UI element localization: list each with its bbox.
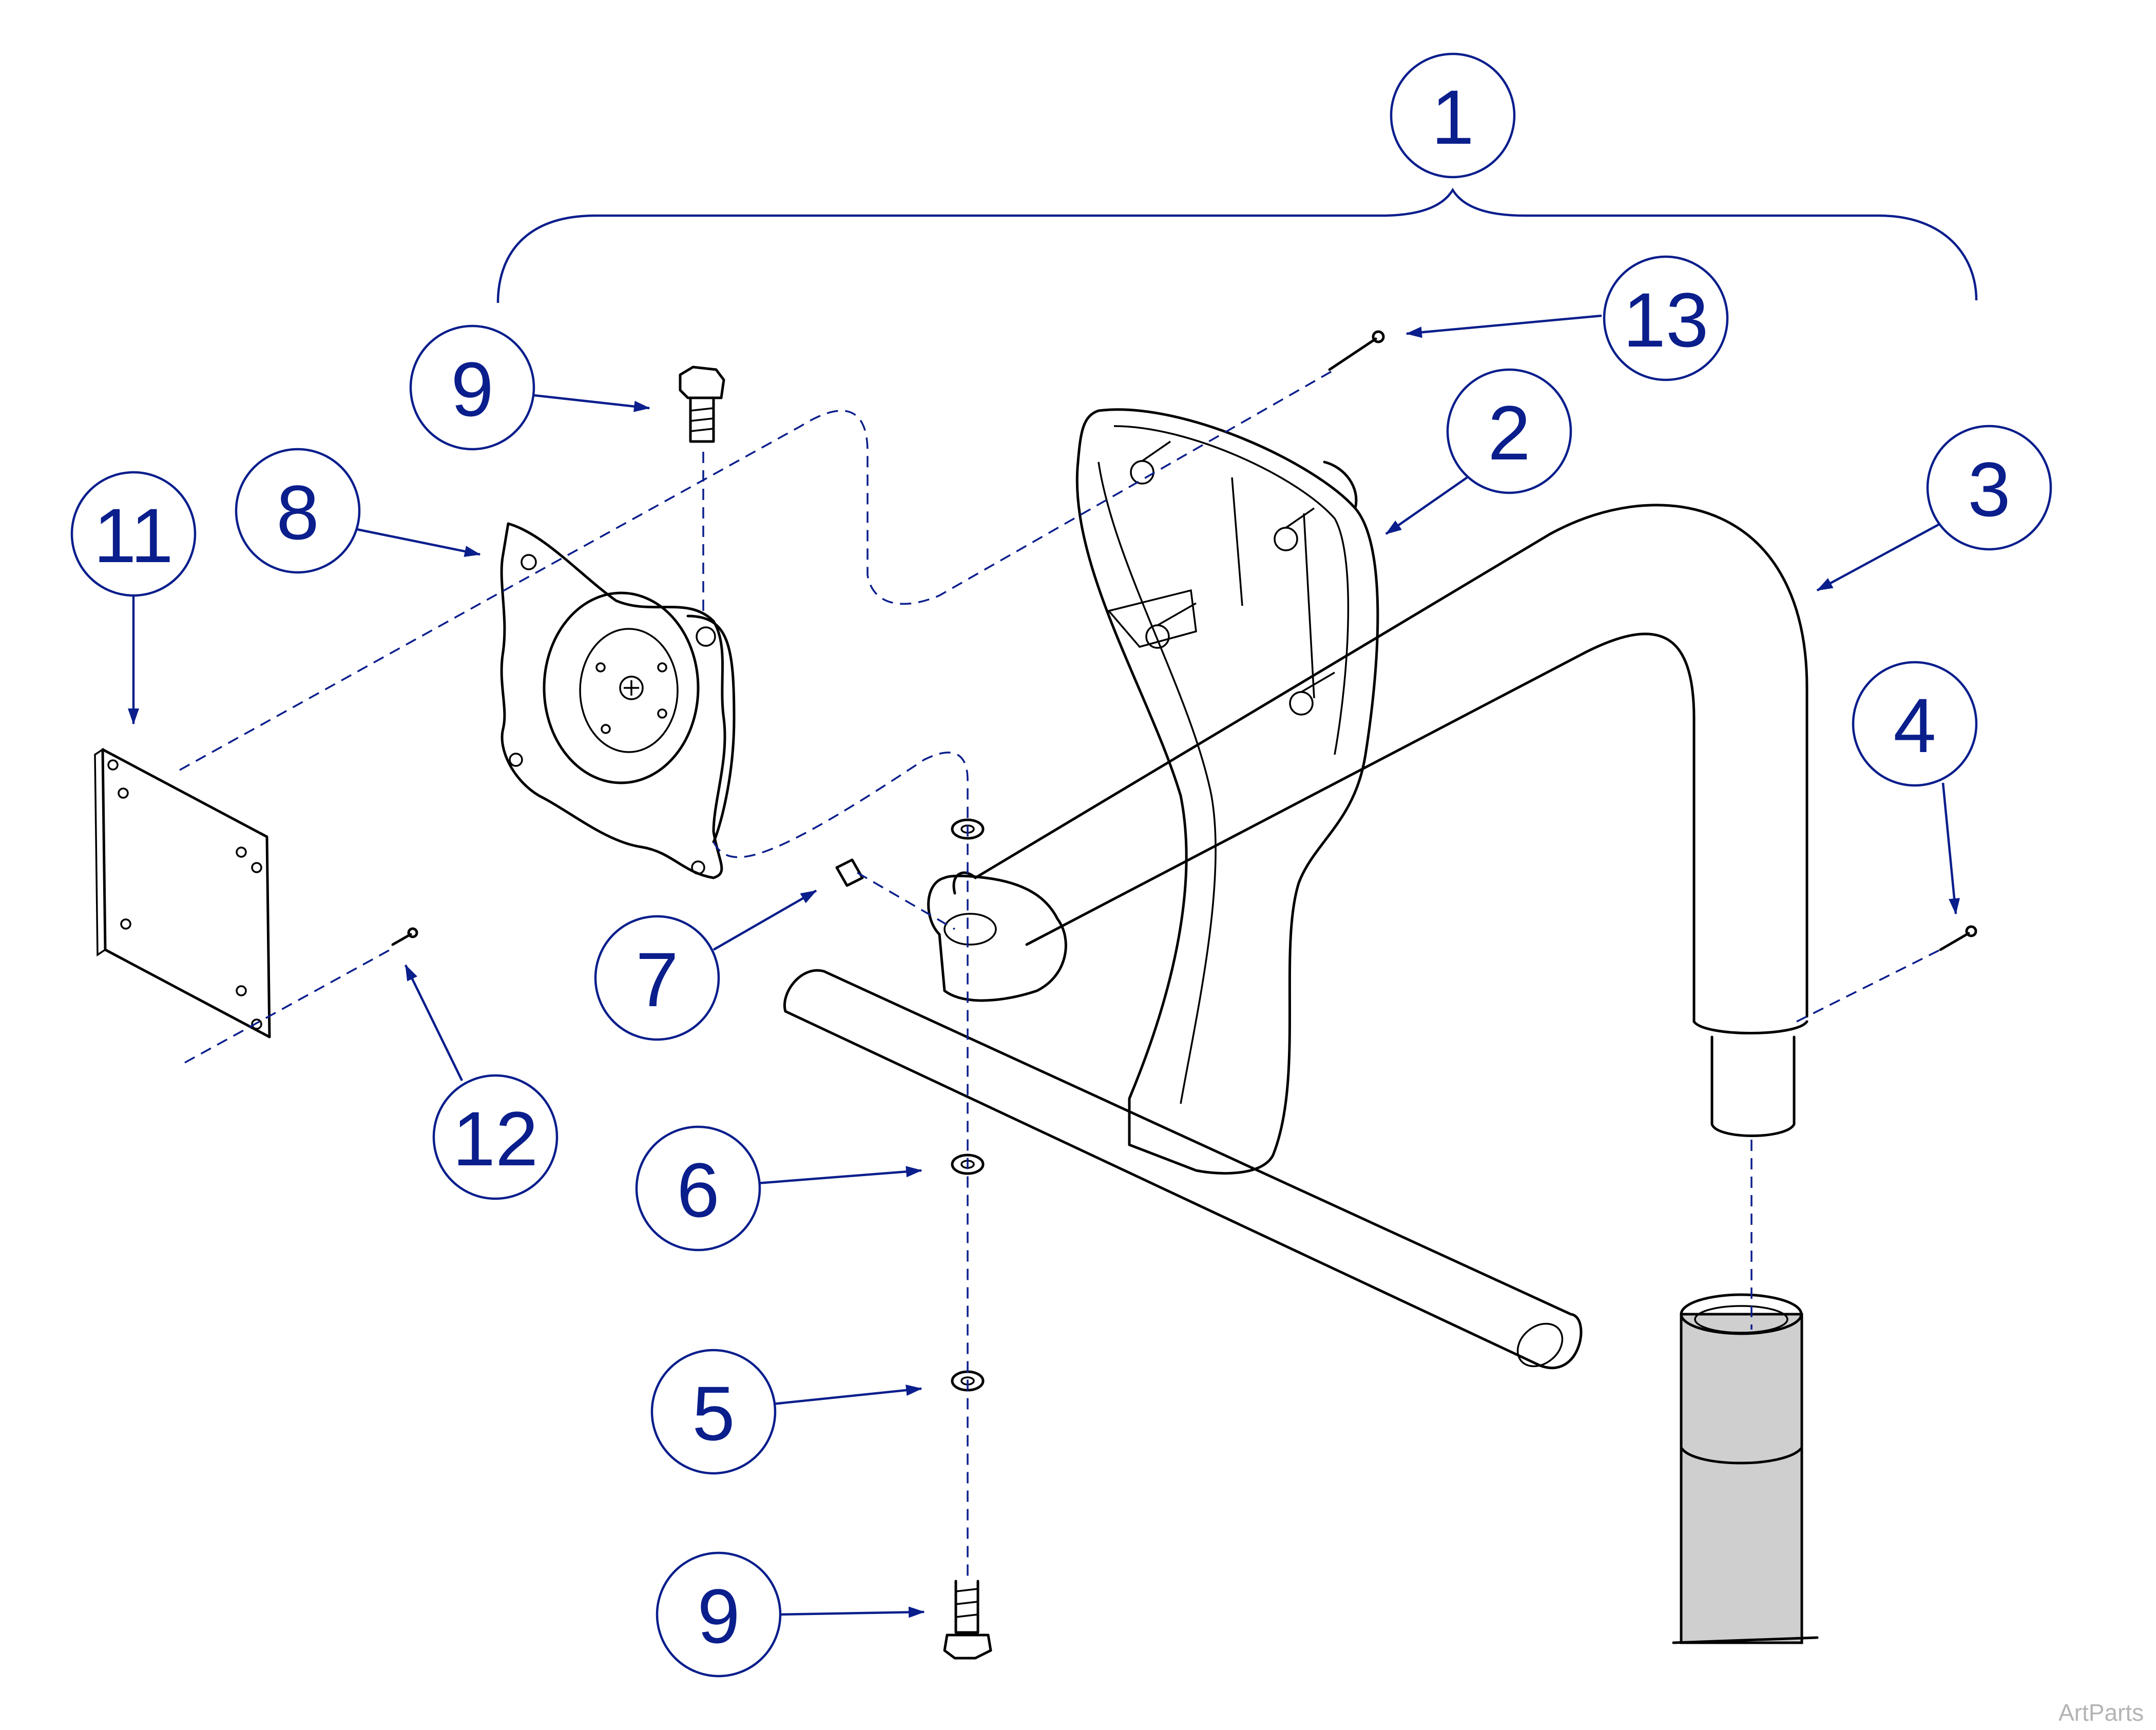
callout-11: 11 [70, 471, 197, 597]
callout-3: 3 [1926, 425, 2052, 551]
hex-bolt-bottom [943, 1580, 992, 1660]
callout-11-label: 11 [93, 492, 174, 579]
small-screws [391, 330, 1977, 951]
set-screw [835, 858, 864, 887]
callout-4-label: 4 [1893, 682, 1936, 768]
callout-4: 4 [1852, 661, 1978, 787]
callout-1-label: 1 [1431, 74, 1474, 160]
callout-9-top: 9 [409, 324, 535, 451]
callout-2-label: 2 [1488, 390, 1530, 476]
callout-1: 1 [1390, 52, 1516, 179]
leader-arrows [127, 314, 1960, 1618]
callout-12: 12 [432, 1074, 559, 1200]
callout-5-label: 5 [692, 1370, 735, 1456]
callout-2: 2 [1446, 368, 1572, 494]
assembly-lines [179, 369, 1941, 1576]
callout-9-bottom: 9 [656, 1551, 782, 1678]
callout-8-label: 8 [276, 469, 319, 555]
callout-3-label: 3 [1968, 446, 2010, 532]
callout-9-top-label: 9 [451, 346, 493, 432]
callout-12-label: 12 [453, 1095, 538, 1182]
callout-13: 13 [1603, 255, 1729, 381]
swivel-plate [500, 522, 736, 879]
support-post [1672, 1293, 1819, 1644]
hex-bolt-top [679, 366, 725, 443]
bracket-body [1075, 408, 1379, 1175]
callout-7-label: 7 [636, 936, 678, 1023]
callout-7: 7 [594, 915, 720, 1041]
callout-6: 6 [635, 1125, 761, 1252]
mounting-plate [94, 747, 271, 1039]
callout-8: 8 [235, 448, 361, 574]
callout-13-label: 13 [1623, 277, 1709, 363]
callout-9-bottom-label: 9 [697, 1573, 740, 1659]
cross-bar [783, 969, 1583, 1370]
callout-5: 5 [650, 1349, 777, 1475]
watermark-text: ArtParts [2058, 1699, 2144, 1726]
callout-6-label: 6 [677, 1147, 719, 1233]
assembly-brace [496, 187, 1978, 303]
tube-arm [927, 504, 1808, 1137]
